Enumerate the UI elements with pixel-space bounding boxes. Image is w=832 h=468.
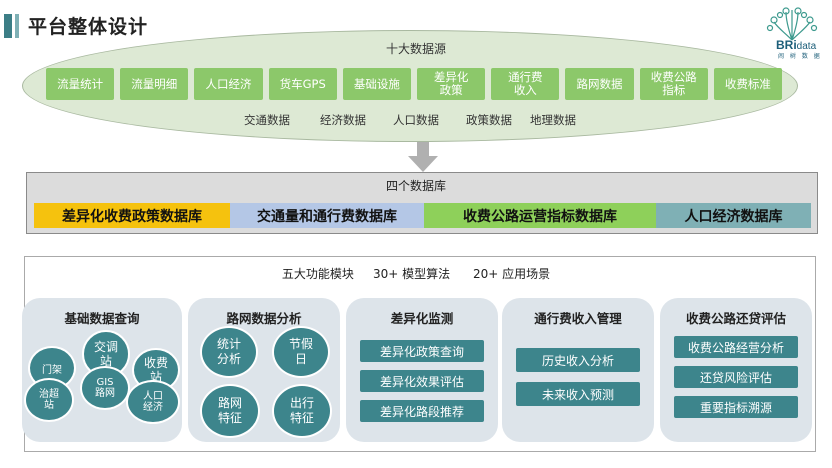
bubble-item: 出行 特征 — [272, 384, 332, 438]
function-item: 收费公路经营分析 — [674, 336, 798, 358]
module-title: 收费公路还贷评估 — [685, 311, 786, 326]
bubble-item: 治超 站 — [24, 378, 74, 422]
data-source-item: 收费标准 — [713, 68, 783, 100]
logo-subtitle: 闹 树 数 据 — [778, 53, 822, 60]
data-category: 人口数据 — [393, 113, 439, 127]
data-sources-title: 十大数据源 — [385, 42, 446, 56]
bubble-item: 人口 经济 — [126, 380, 180, 424]
function-item: 差异化路段推荐 — [360, 400, 484, 422]
database-list: 差异化收费政策数据库 交通量和通行费数据库 收费公路运营指标数据库 人口经济数据… — [34, 203, 811, 228]
module-title: 路网数据分析 — [226, 311, 302, 326]
title-accent-bar-light — [15, 14, 19, 38]
module-title: 通行费收入管理 — [534, 311, 622, 326]
bubble-item: 路网 特征 — [200, 384, 260, 438]
data-source-item: 收费公路 指标 — [639, 68, 708, 100]
data-source-item: 人口经济 — [194, 68, 263, 100]
function-item: 差异化政策查询 — [360, 340, 484, 362]
module-basic-data-query: 基础数据查询 交调 站 门架 收费 站 GIS 路网 治超 站 人口 经济 — [22, 298, 182, 442]
database-item: 差异化收费政策数据库 — [34, 203, 230, 228]
bubble-item: 统计 分析 — [200, 326, 258, 378]
data-source-item: 货车GPS — [268, 68, 337, 100]
function-item: 历史收入分析 — [516, 348, 640, 372]
page-title: 平台整体设计 — [28, 16, 149, 38]
data-source-list: 流量统计 流量明细 人口经济 货车GPS 基础设施 差异化 政策 通行费 收入 … — [46, 68, 783, 100]
module-toll-revenue-management: 通行费收入管理 历史收入分析 未来收入预测 — [502, 298, 654, 442]
module-network-analysis: 路网数据分析 统计 分析 节假 日 路网 特征 出行 特征 — [188, 298, 340, 442]
data-source-item: 差异化 政策 — [417, 68, 486, 100]
data-source-item: 通行费 收入 — [491, 68, 560, 100]
module-title: 差异化监测 — [390, 311, 454, 326]
function-item: 还贷风险评估 — [674, 366, 798, 388]
function-item: 重要指标溯源 — [674, 396, 798, 418]
data-source-item: 流量明细 — [120, 68, 189, 100]
data-category: 交通数据 — [244, 113, 290, 127]
function-modules-title: 五大功能模块 30+ 模型算法 20+ 应用场景 — [281, 267, 551, 281]
bubble-item: GIS 路网 — [80, 366, 130, 410]
databases-title: 四个数据库 — [385, 179, 446, 193]
module-title: 基础数据查询 — [64, 311, 140, 326]
database-item: 收费公路运营指标数据库 — [424, 203, 656, 228]
data-category: 地理数据 — [530, 113, 576, 127]
data-category: 政策数据 — [466, 113, 512, 127]
module-loan-repayment-evaluation: 收费公路还贷评估 收费公路经营分析 还贷风险评估 重要指标溯源 — [660, 298, 812, 442]
down-arrow-icon — [408, 142, 438, 172]
data-category: 经济数据 — [320, 113, 366, 127]
module-differentiation-monitoring: 差异化监测 差异化政策查询 差异化效果评估 差异化路段推荐 — [346, 298, 498, 442]
logo-tree-icon — [766, 7, 818, 41]
title-accent-bar — [4, 14, 12, 38]
database-item: 人口经济数据库 — [656, 203, 811, 228]
database-item: 交通量和通行费数据库 — [230, 203, 424, 228]
function-item: 差异化效果评估 — [360, 370, 484, 392]
logo-text: BRidata — [776, 38, 817, 52]
data-source-item: 流量统计 — [46, 68, 115, 100]
function-item: 未来收入预测 — [516, 382, 640, 406]
data-source-item: 路网数据 — [565, 68, 634, 100]
data-source-item: 基础设施 — [342, 68, 412, 100]
bubble-item: 节假 日 — [272, 326, 330, 378]
